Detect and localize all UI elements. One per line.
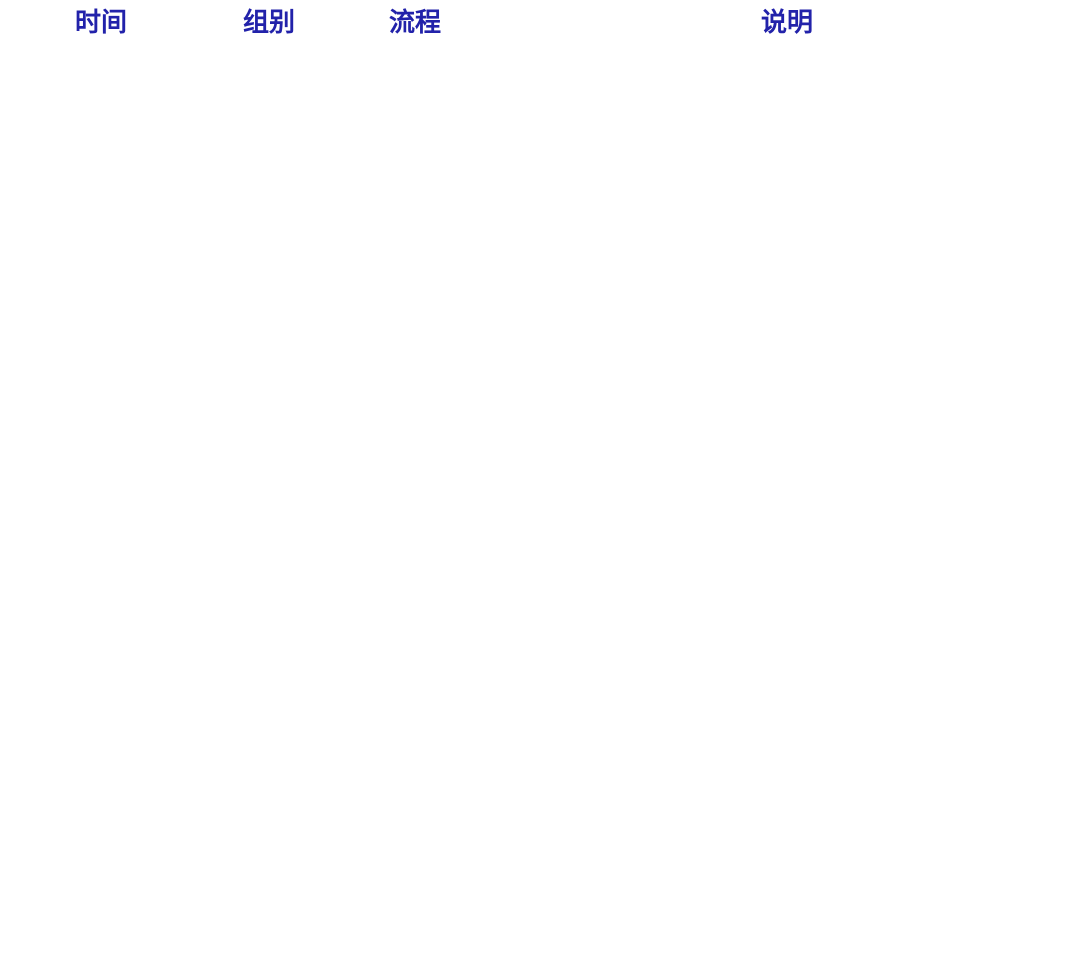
table-body xyxy=(0,50,1080,953)
column-header-group: 组别 xyxy=(243,8,296,38)
column-header-description: 说明 xyxy=(761,8,814,38)
table-header-row: 时间 组别 流程 说明 xyxy=(0,0,1080,50)
column-header-time: 时间 xyxy=(75,8,128,38)
column-header-process: 流程 xyxy=(389,8,442,38)
